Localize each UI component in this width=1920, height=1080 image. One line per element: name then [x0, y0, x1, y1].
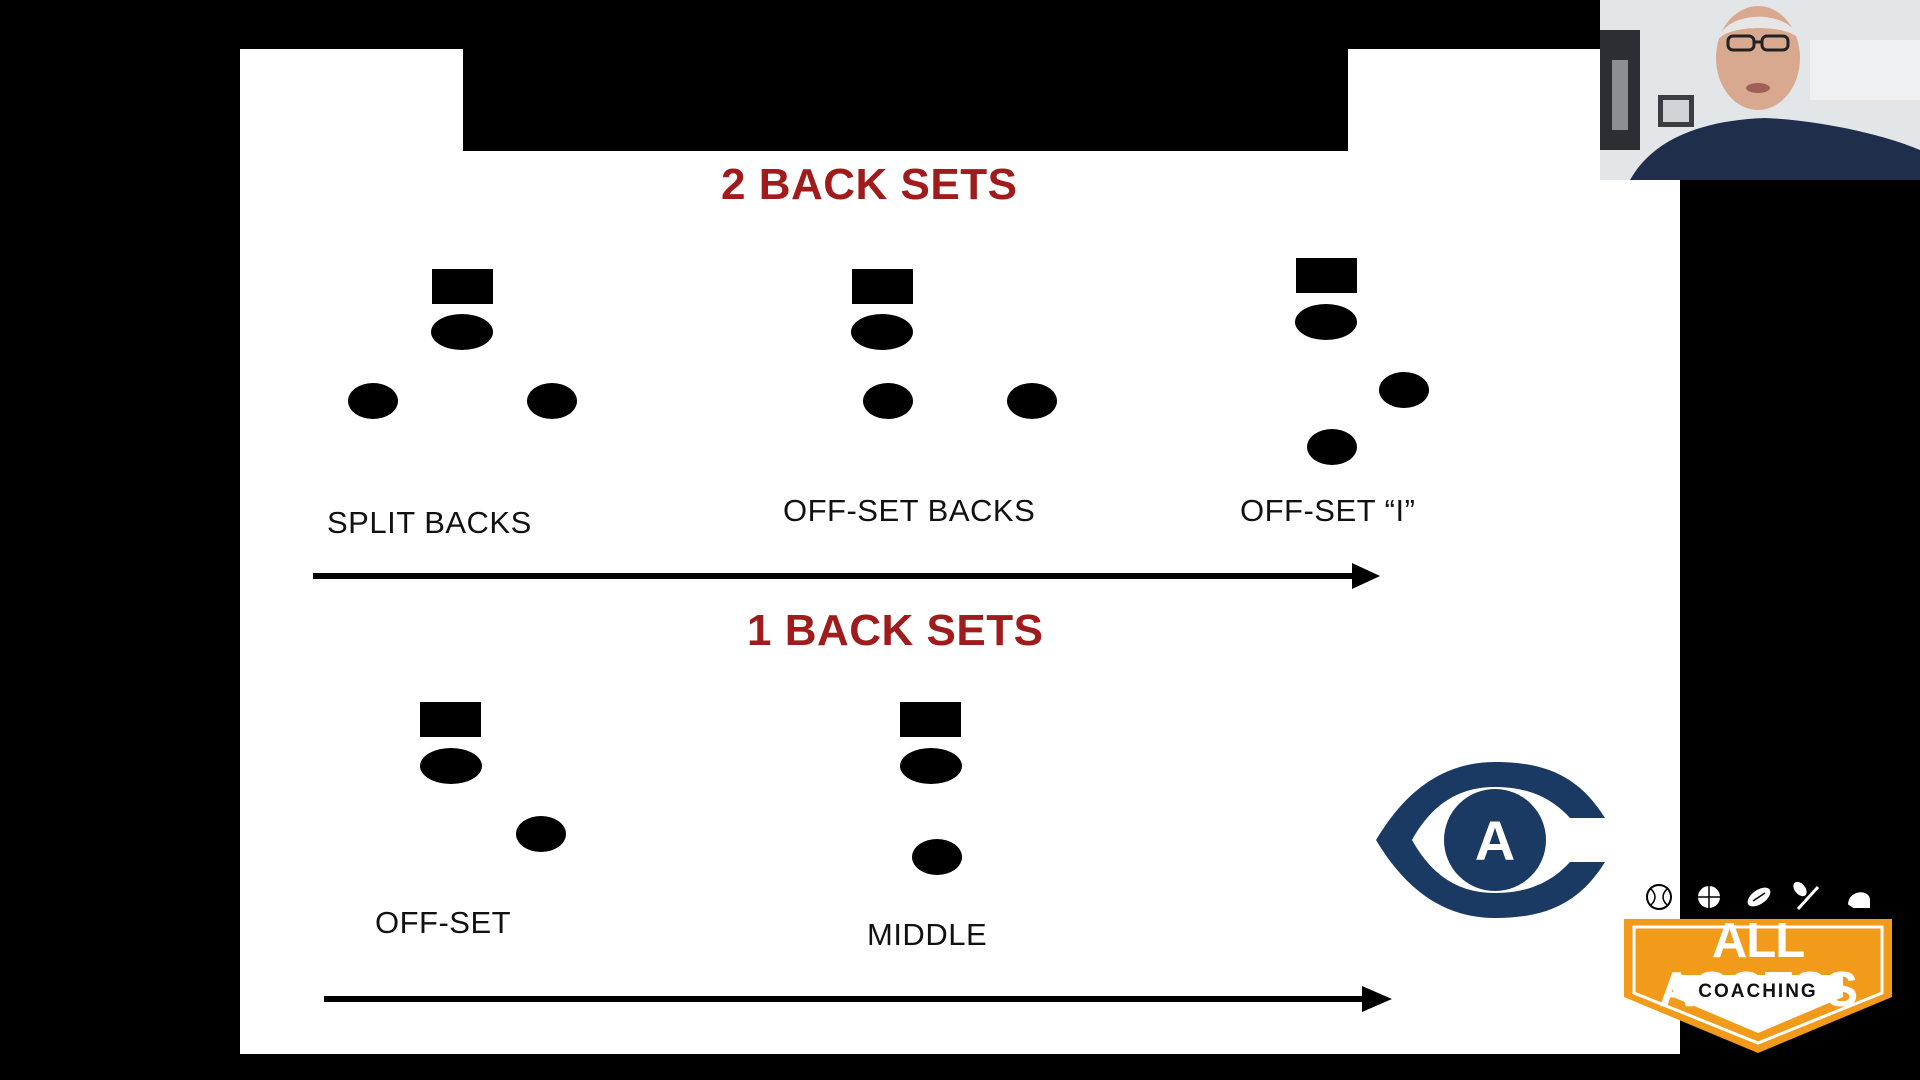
presentation-slide: 2 BACK SETS 1 BACK SETS SPLIT BACKS OFF-… [240, 49, 1680, 1054]
two-back-sets-heading: 2 BACK SETS [721, 160, 1018, 209]
back-oval [1007, 383, 1057, 419]
logo-c-shape [1376, 762, 1605, 918]
center-block [900, 702, 961, 737]
quarterback-oval [431, 314, 493, 350]
center-block [852, 269, 913, 304]
webcam-video-feed [1600, 0, 1920, 180]
football-icon [1745, 885, 1773, 909]
presenter-video [1600, 0, 1920, 180]
back-oval [1307, 429, 1357, 465]
team-logo: A [1376, 762, 1605, 918]
off-set-backs-label: OFF-SET BACKS [783, 493, 1036, 528]
center-block [1296, 258, 1357, 293]
back-oval [348, 383, 398, 419]
helmet-icon [1845, 890, 1872, 910]
quarterback-oval [900, 748, 962, 784]
baseball-icon [1646, 884, 1672, 910]
middle-label: MIDDLE [867, 917, 988, 952]
off-set-label: OFF-SET [375, 905, 512, 940]
center-block [432, 269, 493, 304]
logo-inner-ring [1444, 789, 1546, 891]
back-oval [912, 839, 962, 875]
logo-letter: A [1475, 809, 1515, 872]
back-oval [1379, 372, 1429, 408]
back-oval [527, 383, 577, 419]
off-set-i-label: OFF-SET “I” [1240, 493, 1416, 528]
back-oval [516, 816, 566, 852]
split-backs-label: SPLIT BACKS [327, 505, 532, 540]
progression-arrowhead [1352, 563, 1380, 589]
one-back-sets-heading: 1 BACK SETS [747, 606, 1044, 655]
center-block [420, 702, 481, 737]
quarterback-oval [851, 314, 913, 350]
lacrosse-icon [1791, 880, 1820, 911]
basketball-icon [1696, 884, 1722, 910]
brand-title: ALL ACCESS [1658, 914, 1858, 1017]
progression-arrowhead [1362, 986, 1392, 1012]
back-oval [863, 383, 913, 419]
brand-subtitle: COACHING [1698, 981, 1818, 1002]
all-access-coaching-logo: ALL ACCESS COACHING [1618, 875, 1898, 1060]
slide-top-bar [463, 49, 1348, 151]
quarterback-oval [420, 748, 482, 784]
quarterback-oval [1295, 304, 1357, 340]
